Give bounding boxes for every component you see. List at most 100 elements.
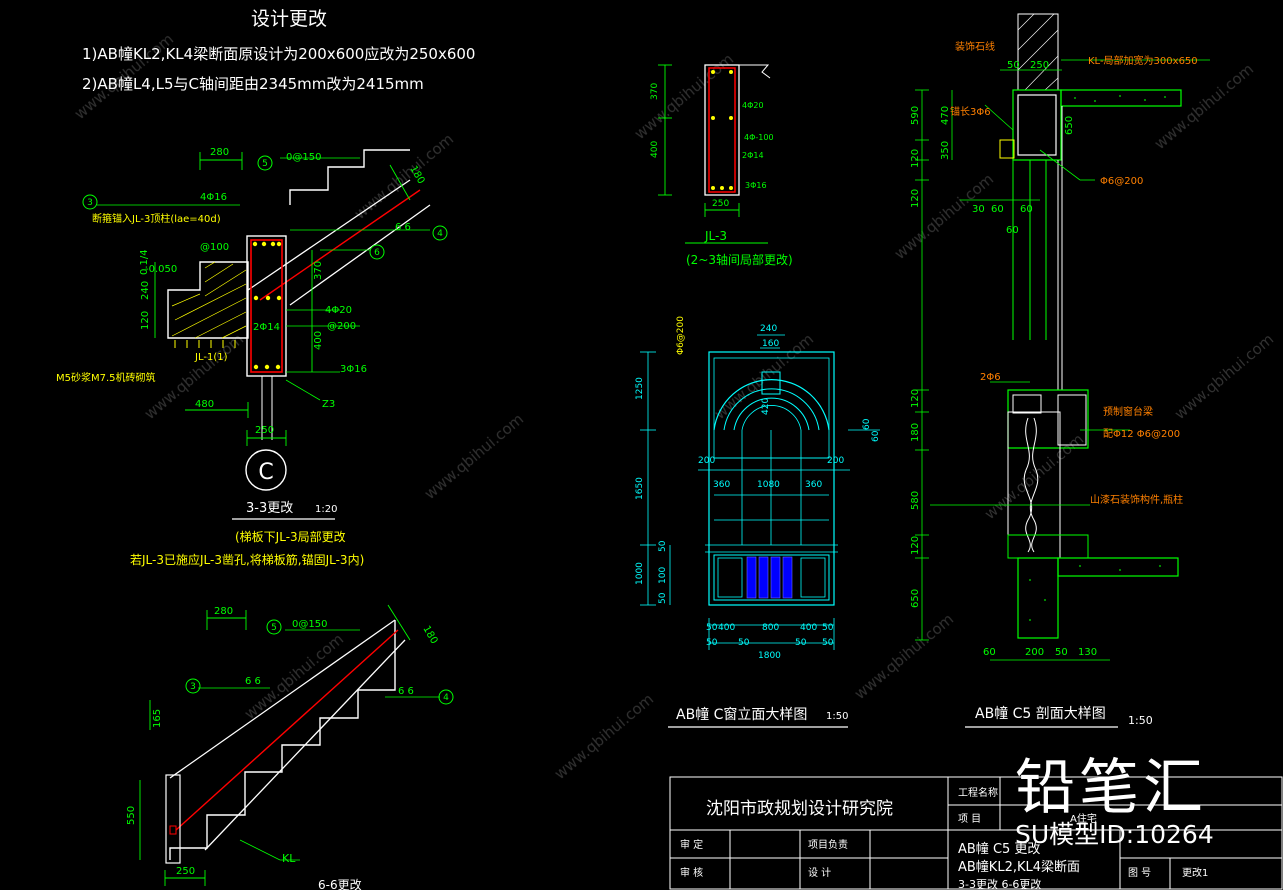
jl3-title: JL-3 [704,229,727,243]
window-elevation: Φ6@200 240 160 420 200 200 60 60 1250 16… [635,316,881,728]
tb-fig-value: 更改1 [1182,866,1208,879]
title-block-text: 沈阳市政规划设计研究院 工程名称 项 目 A住宅 审 定 审 核 项目负责 设 … [680,786,1208,890]
dim-60b: 60 [871,430,881,442]
tb-org: 沈阳市政规划设计研究院 [706,799,893,819]
dim-left-5: 50 [658,592,668,604]
slab-rebar-6-6 [175,629,399,831]
rebar-4: 3Φ16 [745,181,767,190]
dim-420: 420 [761,398,771,415]
jl3-slab-break [739,64,771,79]
tb-name2: AB幢KL2,KL4梁断面 [958,859,1080,875]
rebar-0050: -0.050 [145,264,177,275]
rebar-0h: 0.1/4 [139,249,150,275]
slab-top-3-3 [247,179,411,291]
dim-60a: 60 [862,418,872,430]
arch-outer [713,379,830,431]
base-panel-right [800,557,826,598]
bubbles-6-6 [185,619,454,705]
note-phi6: Φ6@200 [1100,176,1143,187]
tb-review2: 审 核 [680,866,703,879]
bubble-3: 3 [190,682,196,692]
bubble-5: 5 [262,159,268,169]
section-3-3: 280 480 250 240 120 370 400 180 0@150 4Φ… [56,147,448,567]
dim-left-1: 1250 [635,377,645,400]
dim-b-g: 50 [738,638,750,648]
kl-stirrup [1017,94,1057,156]
vdim-2: 120 [910,149,921,168]
profile-dims [915,59,1210,661]
lower-wall [1017,557,1059,639]
label-z3: Z3 [322,399,335,410]
vdim-7: 120 [910,536,921,555]
dim-mid-b: 1080 [757,480,780,490]
slab-bottom-3-3 [289,204,431,306]
label-jl: JL-1(1) [194,352,228,363]
axis-bubble-C-text: C [258,460,273,485]
jl3-stirrup [708,67,736,193]
jl3-detail: 370 400 250 4Φ20 4Φ-100 2Φ14 3Φ16 JL-3 (… [650,64,793,267]
mid-d: 60 [1006,225,1019,236]
bubble-5: 5 [271,623,277,633]
dim-b-b: 400 [718,623,735,633]
top-a: 50 [1007,60,1020,71]
vdim-in-1: 470 [940,106,951,125]
dim-b-f: 50 [706,638,718,648]
bubble-text-3-3: 5 3 4 6 [87,159,443,258]
floor-slab-top [1060,89,1182,107]
stair-steps-3-3 [289,149,410,205]
profile-vdims-text: 590 120 120 120 180 580 120 650 470 350 … [910,60,1097,658]
tb-name1: AB幢 C5 更改 [958,841,1040,857]
dim-250: 250 [176,866,195,877]
dim-550: 550 [126,806,137,825]
tb-name3: 3-3更改 6-6更改 [958,877,1041,890]
bubble-6: 6 [374,248,380,258]
dim-250: 250 [255,425,274,436]
base-panel-left [717,557,743,598]
beam-kl-rebar-6-6 [169,825,177,835]
labels-3-3: 断箍锚入JL-3顶柱(lae=40d) M5砂浆M7.5机砖砌筑 JL-1(1)… [56,212,335,410]
dim-370: 370 [313,261,324,280]
window-frame [708,351,835,606]
dim-mid-a: 360 [713,480,730,490]
dims-3-3 [154,152,411,446]
dim-b-h: 50 [795,638,807,648]
bot-a: 60 [983,647,996,658]
dim-left-4: 100 [658,567,668,584]
dim-280: 280 [210,147,229,158]
dim-400: 400 [650,141,660,158]
bot-d: 130 [1078,647,1097,658]
dim-b-e: 50 [822,623,834,633]
note-deco: 装饰石线 [955,40,995,53]
rebar-66b: 6 6 [398,686,414,697]
bubble-3: 3 [87,198,93,208]
section-6-6-title: 6-6更改 [318,878,362,890]
jl3-outline [704,64,740,196]
note-len: 锚长3Φ6 [950,106,991,118]
kl-beam [1012,89,1062,161]
upper-wall-hatch [1017,13,1059,91]
dim-120: 120 [140,311,151,330]
label-anchor: 断箍锚入JL-3顶柱(lae=40d) [92,212,221,225]
dim-250: 250 [712,199,729,209]
header-note-2: 2)AB幢L4,L5与C轴间距由2345mm改为2415mm [82,75,424,93]
jl3-rebar-text: 4Φ20 4Φ-100 2Φ14 3Φ16 [742,101,774,190]
note-twophi: 2Φ6 [980,372,1001,383]
header-note-1: 1)AB幢KL2,KL4梁断面原设计为200x600应改为250x600 [82,45,475,63]
keystone [761,371,781,395]
leaders-6-6 [198,629,440,861]
mid-b: 60 [991,204,1004,215]
dim-b-i: 50 [822,638,834,648]
dim-200b: 200 [827,456,844,466]
dim-mid-c: 360 [805,480,822,490]
stair-steps-6-6 [169,620,396,860]
arch-mid [723,388,820,431]
vdim-6: 580 [910,491,921,510]
section-3-3-scale: 1:20 [315,504,337,515]
dim-left-3: 50 [658,540,668,552]
balusters [746,556,793,599]
vdim-1: 590 [910,106,921,125]
tb-item-label: 项 目 [958,813,981,825]
tb-review1: 审 定 [680,838,703,851]
dim-400: 400 [313,331,324,350]
